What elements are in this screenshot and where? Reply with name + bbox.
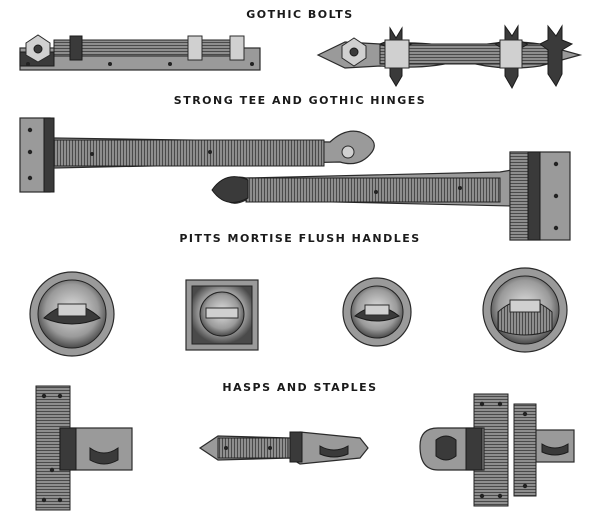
heading-gothic-bolts: GOTHIC BOLTS [246, 8, 354, 21]
flush-handle-round-small [342, 277, 412, 347]
flush-handle-round-ribbed [482, 267, 568, 353]
hasp-right [419, 393, 575, 507]
tee-hinge-left [19, 117, 375, 193]
heading-flush-handles: PITTS MORTISE FLUSH HANDLES [179, 232, 421, 245]
heading-hasps: HASPS AND STAPLES [222, 381, 378, 394]
gothic-hinge-right [211, 151, 571, 241]
flush-handle-round-large [29, 271, 115, 357]
plain-bolt [19, 34, 261, 71]
hasp-center [198, 431, 369, 465]
flush-handle-square [185, 279, 259, 351]
gothic-bolt [316, 24, 583, 90]
heading-hinges: STRONG TEE AND GOTHIC HINGES [173, 94, 427, 107]
hasp-left [35, 385, 133, 511]
